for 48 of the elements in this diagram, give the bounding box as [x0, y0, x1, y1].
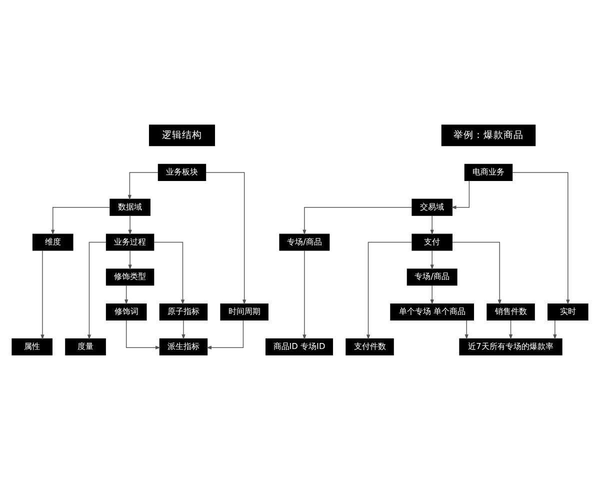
arrow: [206, 320, 244, 350]
node-box: 数据域: [110, 198, 150, 216]
node-box: 原子指标: [159, 303, 208, 321]
arrow: [366, 242, 412, 340]
arrow: [464, 320, 468, 340]
arrow: [40, 250, 44, 340]
node-box: 近7天所有专场的爆款率: [459, 338, 562, 356]
arrow: [154, 242, 185, 305]
node-box: 单个专场 单个商品: [390, 303, 474, 321]
node-box: 专场/商品: [406, 268, 458, 286]
arrow: [87, 242, 106, 340]
arrow: [508, 320, 513, 340]
arrow: [430, 285, 434, 305]
arrow: [126, 320, 161, 350]
node-box: 度量: [65, 338, 106, 356]
node-box: 实时: [548, 303, 588, 321]
node-box: 电商业务: [464, 164, 513, 181]
node-box: 逻辑结构: [148, 124, 216, 146]
arrow: [182, 320, 186, 340]
arrow: [452, 242, 502, 305]
arrow: [302, 250, 306, 340]
node-box: 支付: [412, 234, 452, 251]
node-box: 时间周期: [220, 303, 268, 321]
node-box: 派生指标: [159, 338, 208, 356]
arrow: [430, 250, 434, 270]
node-box: 修饰类型: [106, 268, 154, 286]
arrow: [302, 206, 412, 235]
node-box: 商品ID 专场ID: [266, 338, 334, 356]
arrow: [128, 215, 132, 235]
arrow: [206, 172, 246, 305]
node-box: 支付件数: [346, 338, 394, 356]
node-box: 业务板块: [158, 164, 206, 181]
node-box: 修饰词: [106, 303, 147, 321]
arrow: [128, 250, 132, 270]
arrow: [512, 172, 570, 305]
node-box: 销售件数: [486, 303, 535, 321]
arrow: [128, 172, 158, 200]
node-box: 专场/商品: [279, 234, 330, 251]
node-box: 举例：爆款商品: [441, 124, 536, 146]
arrow: [451, 180, 470, 210]
node-box: 业务过程: [106, 234, 154, 251]
arrow: [51, 206, 110, 235]
arrow: [124, 285, 128, 305]
node-box: 维度: [32, 234, 74, 251]
arrow: [430, 215, 434, 235]
node-box: 属性: [12, 338, 52, 356]
arrow: [553, 320, 557, 340]
node-box: 交易域: [412, 198, 452, 216]
